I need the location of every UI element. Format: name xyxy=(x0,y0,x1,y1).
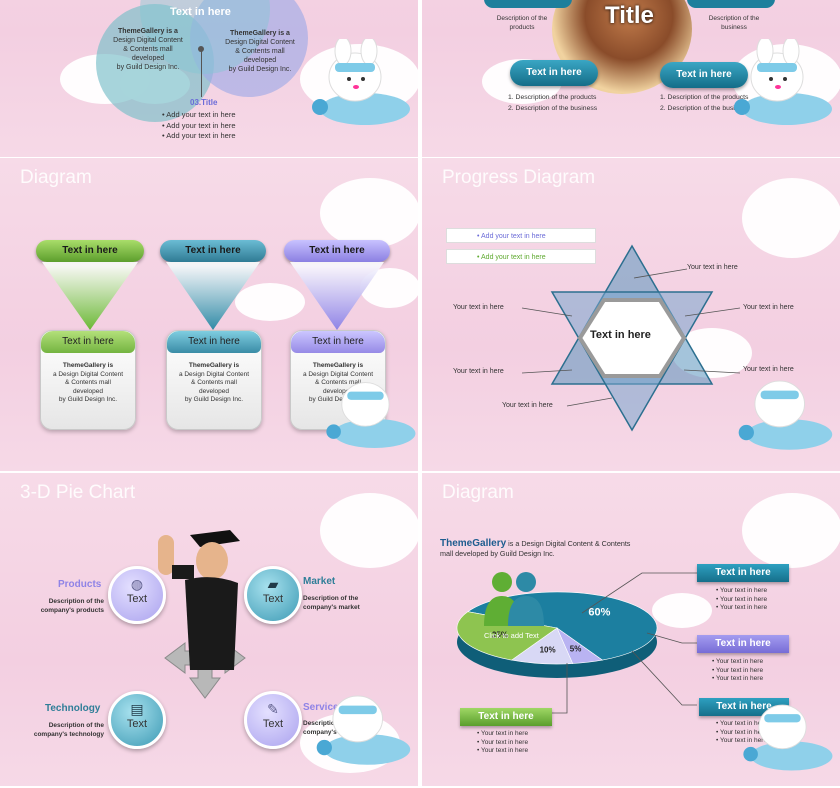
venn-top-label: Text in here xyxy=(170,6,231,18)
label-products: Products xyxy=(58,579,102,590)
desc-service: Description of the company's service xyxy=(303,720,361,736)
funnel-box-2: Text in here ThemeGallery is a Design Di… xyxy=(166,330,262,430)
people-icon xyxy=(484,572,544,626)
cloud xyxy=(742,178,840,258)
star-label-3: Your text in here xyxy=(743,304,794,311)
slide-title[interactable]: Title Description of the products Descri… xyxy=(422,0,840,157)
venn-circle-right xyxy=(190,0,308,97)
box-header: Text in here xyxy=(41,331,135,353)
circle-products[interactable]: ◍ Text xyxy=(108,566,166,624)
star-label-5: Your text in here xyxy=(743,366,794,373)
slide-title: Diagram xyxy=(442,482,514,503)
box-body: ThemeGallery is a Design Digital Content… xyxy=(178,362,250,403)
slide-title: Progress Diagram xyxy=(442,167,596,188)
pill-left-button[interactable]: Text in here xyxy=(510,60,598,86)
globe-icon: ◍ xyxy=(130,576,144,592)
star-center-label: Text in here xyxy=(590,329,651,341)
bunny-airplane-icon xyxy=(743,704,833,771)
cloud xyxy=(320,178,418,248)
callout-head-2[interactable]: Text in here xyxy=(697,635,789,653)
bunny-airplane-icon xyxy=(326,382,416,448)
top-pill-left xyxy=(484,0,572,8)
circle-service[interactable]: ✎ Text xyxy=(244,691,302,749)
slide-venn[interactable]: Text in here ThemeGallery is a Design Di… xyxy=(0,0,418,157)
slide-diagram-funnels[interactable]: Diagram Text in here Text in here Text i… xyxy=(0,158,418,471)
printer-icon: ▤ xyxy=(130,701,144,717)
callout-lines-3: • Your text in here • Your text in here … xyxy=(716,720,768,744)
brand-name: ThemeGallery xyxy=(440,538,507,549)
pen-icon: ✎ xyxy=(267,701,279,717)
venn-left-text: ThemeGallery is a Design Digital Content… xyxy=(113,28,183,71)
callout-line xyxy=(201,49,202,97)
star-label-4: Your text in here xyxy=(453,368,504,375)
star-label-6: Your text in here xyxy=(502,402,553,409)
slide-title: 3-D Pie Chart xyxy=(20,482,136,503)
pie-label: 10% xyxy=(540,645,556,654)
leader-lines xyxy=(521,268,741,407)
pie-label: 5% xyxy=(570,645,582,654)
desc-left: Description of the products xyxy=(496,15,548,31)
box-body: ThemeGallery is a Design Digital Content… xyxy=(52,362,124,403)
bunny-airplane-icon xyxy=(316,695,411,765)
add-text-input-2[interactable]: • Add your text in here xyxy=(446,249,596,264)
callout-title: 03.Title xyxy=(190,98,218,107)
funnel-box-1: Text in here ThemeGallery is a Design Di… xyxy=(40,330,136,430)
add-text-input-1[interactable]: • Add your text in here xyxy=(446,228,596,243)
slide-progress-diagram[interactable]: Progress Diagram • Add your text in here… xyxy=(422,158,840,471)
intro-text: ThemeGallery is a Design Digital Content… xyxy=(440,538,631,559)
callout-lines-1: • Your text in here • Your text in here … xyxy=(716,587,768,611)
desc-technology: Description of the company's technology xyxy=(33,722,104,738)
bunny-airplane-icon xyxy=(312,39,410,125)
top-pill-right xyxy=(687,0,775,8)
callout-bullets: • Add your text in here • Add your text … xyxy=(162,110,236,140)
callout-dot xyxy=(198,46,204,52)
book-icon: ▰ xyxy=(267,576,279,592)
box-header: Text in here xyxy=(167,331,261,353)
photo-title: Title xyxy=(605,2,654,29)
slide-3d-pie-chart[interactable]: 3-D Pie Chart ◍ Text ▰ Text ▤ Text ✎ Tex… xyxy=(0,473,418,786)
bunny-airplane-icon xyxy=(738,380,833,450)
desc-right: Description of the business xyxy=(708,15,760,31)
slide-diagram-pie[interactable]: Diagram ThemeGallery is a Design Digital… xyxy=(422,473,840,786)
graduate-photo xyxy=(158,530,240,670)
box-body: ThemeGallery is a Design Digital Content… xyxy=(302,362,374,403)
label-technology: Technology xyxy=(45,703,101,714)
cloud xyxy=(235,283,305,321)
pie-chart: 60% 5% 10% 25% xyxy=(456,591,658,678)
cloud xyxy=(652,593,712,628)
pie-label: 25% xyxy=(492,631,508,640)
label-market: Market xyxy=(303,576,336,587)
circle-market[interactable]: ▰ Text xyxy=(244,566,302,624)
click-to-add-text[interactable]: Click to add Text xyxy=(484,631,539,640)
funnel-head-3[interactable]: Text in here xyxy=(284,240,390,262)
label-service: Service xyxy=(303,702,339,713)
callout-lines-2: • Your text in here • Your text in here … xyxy=(712,658,764,682)
list-right: 1. Description of the products 2. Descri… xyxy=(660,94,750,112)
star-label-2: Your text in here xyxy=(453,304,504,311)
venn-right-text: ThemeGallery is a Design Digital Content… xyxy=(225,30,295,73)
list-left: 1. Description of the products 2. Descri… xyxy=(508,94,598,112)
star-label-1: Your text in here xyxy=(687,264,738,271)
cloud xyxy=(320,493,418,568)
funnel-head-1[interactable]: Text in here xyxy=(36,240,144,262)
funnel-head-2[interactable]: Text in here xyxy=(160,240,266,262)
callout-head-4[interactable]: Text in here xyxy=(460,708,552,726)
bunny-airplane-icon xyxy=(734,39,832,125)
callout-head-1[interactable]: Text in here xyxy=(697,564,789,582)
pill-right-button[interactable]: Text in here xyxy=(660,62,748,88)
pie-label: 60% xyxy=(588,607,610,619)
slide-title: Diagram xyxy=(20,167,92,188)
desc-products: Description of the company's products xyxy=(40,598,104,614)
callout-lines-4: • Your text in here • Your text in here … xyxy=(477,730,529,754)
cloud xyxy=(742,493,840,568)
desc-market: Description of the company's market xyxy=(303,595,360,611)
star-of-david-diagram xyxy=(550,244,714,432)
funnel-cones xyxy=(42,262,384,330)
box-header: Text in here xyxy=(291,331,385,353)
circle-technology[interactable]: ▤ Text xyxy=(108,691,166,749)
